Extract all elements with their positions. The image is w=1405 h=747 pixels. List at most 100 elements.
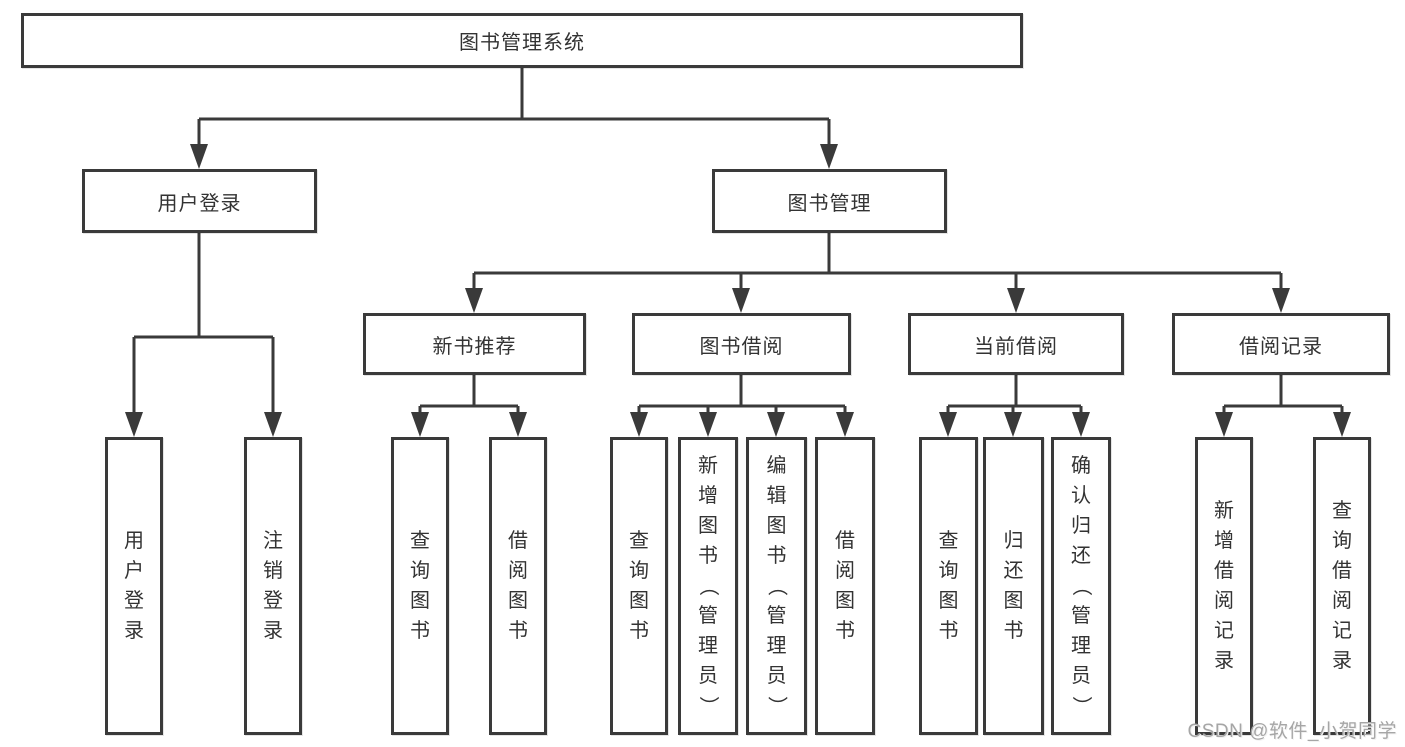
vertical-char: 书 bbox=[410, 620, 430, 642]
vertical-char: 阅 bbox=[835, 560, 855, 582]
vertical-char: 图 bbox=[1003, 590, 1024, 612]
vertical-char: 登 bbox=[263, 590, 283, 612]
leaf-add-borrow-record: 新增借阅记录 bbox=[1195, 437, 1253, 735]
connector-newbookrec-to-leaves bbox=[418, 375, 520, 414]
vertical-char: 增 bbox=[1214, 530, 1234, 552]
vertical-char: 归 bbox=[1003, 530, 1024, 552]
vertical-char: 管 bbox=[766, 605, 787, 627]
vertical-char: 书 bbox=[698, 545, 718, 567]
vertical-char: 书 bbox=[629, 620, 649, 642]
leaf-borrow-books-recommend: 借阅图书 bbox=[489, 437, 547, 735]
vertical-char: 户 bbox=[124, 560, 144, 582]
leaf-add-books-admin: 新增图书 （ 管理员 ） bbox=[678, 437, 738, 735]
vertical-char: 归 bbox=[1071, 515, 1091, 537]
connector-root-to-level2 bbox=[197, 68, 831, 146]
vertical-char: 查 bbox=[629, 530, 649, 552]
vertical-char: 理 bbox=[1071, 635, 1091, 657]
connector-currentborrow-to-leaves bbox=[946, 375, 1083, 414]
connector-userlogin-to-leaves bbox=[132, 233, 275, 414]
vertical-char: ） bbox=[765, 696, 788, 716]
vertical-char: 图 bbox=[938, 590, 959, 612]
leaf-logout: 注销登录 bbox=[244, 437, 302, 735]
vertical-char: 图 bbox=[698, 515, 718, 537]
vertical-char: （ bbox=[697, 576, 719, 596]
node-book-management: 图书管理 bbox=[712, 169, 947, 233]
vertical-char: 借 bbox=[1332, 560, 1352, 582]
vertical-char: 询 bbox=[938, 560, 959, 582]
leaf-borrow-books: 借阅图书 bbox=[815, 437, 875, 735]
vertical-char: 还 bbox=[1003, 560, 1024, 582]
vertical-char: 认 bbox=[1071, 485, 1091, 507]
vertical-char: 记 bbox=[1332, 620, 1352, 642]
vertical-char: 阅 bbox=[1332, 590, 1352, 612]
vertical-char: 询 bbox=[1332, 530, 1352, 552]
vertical-char: 还 bbox=[1071, 545, 1091, 567]
leaf-query-borrow-record: 查询借阅记录 bbox=[1313, 437, 1371, 735]
vertical-char: 用 bbox=[124, 530, 144, 552]
leaf-return-books: 归还图书 bbox=[983, 437, 1044, 735]
vertical-char: 书 bbox=[508, 620, 528, 642]
node-user-login: 用户登录 bbox=[82, 169, 317, 233]
vertical-char: 编 bbox=[766, 455, 787, 477]
vertical-char: 辑 bbox=[766, 485, 787, 507]
vertical-char: 阅 bbox=[508, 560, 528, 582]
vertical-char: 销 bbox=[263, 560, 283, 582]
vertical-char: 阅 bbox=[1214, 590, 1234, 612]
vertical-char: 管 bbox=[698, 605, 718, 627]
vertical-char: 图 bbox=[835, 590, 855, 612]
node-borrow-records: 借阅记录 bbox=[1172, 313, 1390, 375]
connector-bookmgmt-to-level3 bbox=[472, 233, 1283, 290]
vertical-char: 录 bbox=[1332, 650, 1352, 672]
vertical-char: 查 bbox=[1332, 500, 1352, 522]
vertical-char: ） bbox=[697, 696, 719, 716]
node-book-borrow: 图书借阅 bbox=[632, 313, 851, 375]
vertical-char: 图 bbox=[629, 590, 649, 612]
connector-borrowrecords-to-leaves bbox=[1222, 375, 1344, 414]
vertical-char: 确 bbox=[1071, 455, 1091, 477]
vertical-char: 借 bbox=[508, 530, 528, 552]
vertical-char: 员 bbox=[698, 665, 718, 687]
vertical-char: 新 bbox=[698, 455, 718, 477]
vertical-char: 书 bbox=[1003, 620, 1024, 642]
vertical-char: ） bbox=[1070, 696, 1092, 716]
vertical-char: 图 bbox=[766, 515, 787, 537]
vertical-char: 借 bbox=[1214, 560, 1234, 582]
vertical-char: （ bbox=[765, 576, 788, 596]
vertical-char: 录 bbox=[1214, 650, 1234, 672]
vertical-char: 查 bbox=[938, 530, 959, 552]
leaf-confirm-return-admin: 确认归还 （ 管理员 ） bbox=[1051, 437, 1111, 735]
vertical-char: 询 bbox=[410, 560, 430, 582]
leaf-query-books-borrow: 查询图书 bbox=[610, 437, 668, 735]
leaf-user-login: 用户登录 bbox=[105, 437, 163, 735]
vertical-char: 注 bbox=[263, 530, 283, 552]
leaf-edit-books-admin: 编辑图书 （ 管理员 ） bbox=[746, 437, 807, 735]
vertical-char: 新 bbox=[1214, 500, 1234, 522]
vertical-char: 增 bbox=[698, 485, 718, 507]
vertical-char: 书 bbox=[938, 620, 959, 642]
vertical-char: 图 bbox=[410, 590, 430, 612]
node-current-borrow: 当前借阅 bbox=[908, 313, 1124, 375]
vertical-char: 管 bbox=[1071, 605, 1091, 627]
vertical-char: 登 bbox=[124, 590, 144, 612]
vertical-char: 录 bbox=[263, 620, 283, 642]
vertical-char: 理 bbox=[766, 635, 787, 657]
connector-bookborrow-to-leaves bbox=[637, 375, 847, 414]
vertical-char: 图 bbox=[508, 590, 528, 612]
csdn-watermark: CSDN @软件_小贺同学 bbox=[1187, 721, 1397, 742]
leaf-query-books-current: 查询图书 bbox=[919, 437, 978, 735]
vertical-char: 借 bbox=[835, 530, 855, 552]
vertical-char: （ bbox=[1070, 576, 1092, 596]
vertical-char: 询 bbox=[629, 560, 649, 582]
vertical-char: 录 bbox=[124, 620, 144, 642]
vertical-char: 书 bbox=[766, 545, 787, 567]
vertical-char: 员 bbox=[766, 665, 787, 687]
node-new-book-recommend: 新书推荐 bbox=[363, 313, 586, 375]
vertical-char: 记 bbox=[1214, 620, 1234, 642]
vertical-char: 书 bbox=[835, 620, 855, 642]
vertical-char: 员 bbox=[1071, 665, 1091, 687]
vertical-char: 理 bbox=[698, 635, 718, 657]
vertical-char: 查 bbox=[410, 530, 430, 552]
node-root: 图书管理系统 bbox=[21, 13, 1023, 68]
